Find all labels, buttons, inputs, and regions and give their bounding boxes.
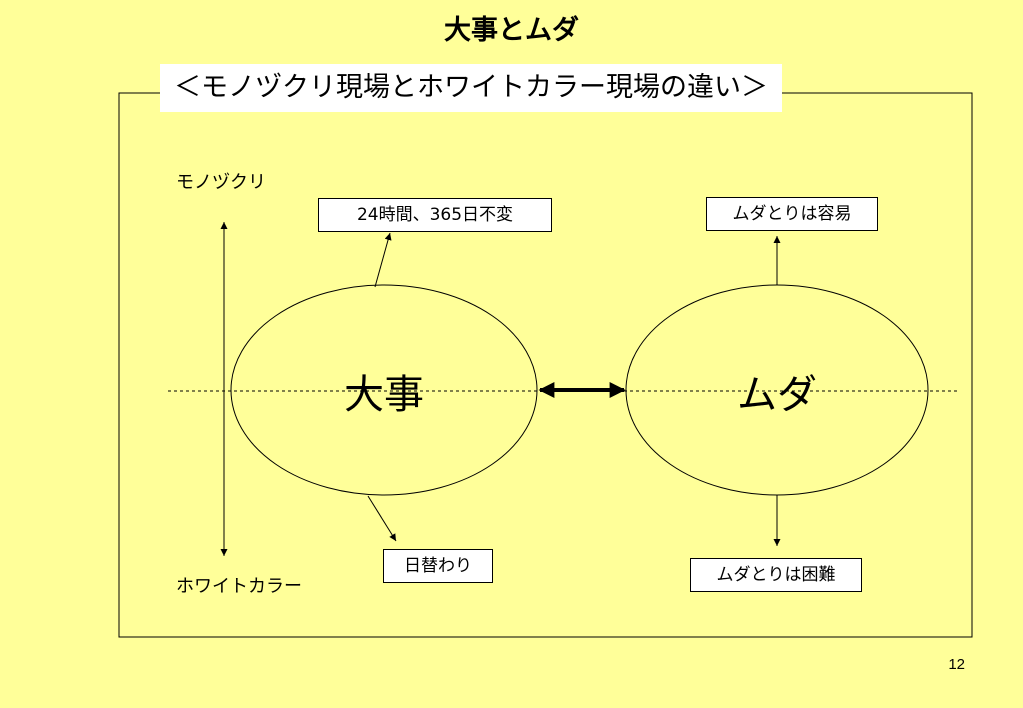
- left-bottom-box: 日替わり: [383, 549, 493, 583]
- left-ellipse-label: 大事: [344, 372, 424, 418]
- left-top-box: 24時間、365日不変: [318, 198, 552, 232]
- left-top-arrow: [374, 232, 392, 288]
- right-top-box: ムダとりは容易: [706, 197, 878, 231]
- left-bottom-arrow: [367, 495, 397, 542]
- right-ellipse-label: ムダ: [737, 372, 817, 418]
- axis-bottom-label: ホワイトカラー: [176, 576, 302, 597]
- right-bottom-box: ムダとりは困難: [690, 558, 862, 592]
- page-title: 大事とムダ: [444, 15, 579, 46]
- page-number: 12: [948, 656, 965, 673]
- left-ellipse: [230, 284, 538, 496]
- frame-title: ＜モノヅクリ現場とホワイトカラー現場の違い＞: [160, 64, 782, 112]
- axis-top-label: モノヅクリ: [176, 172, 266, 193]
